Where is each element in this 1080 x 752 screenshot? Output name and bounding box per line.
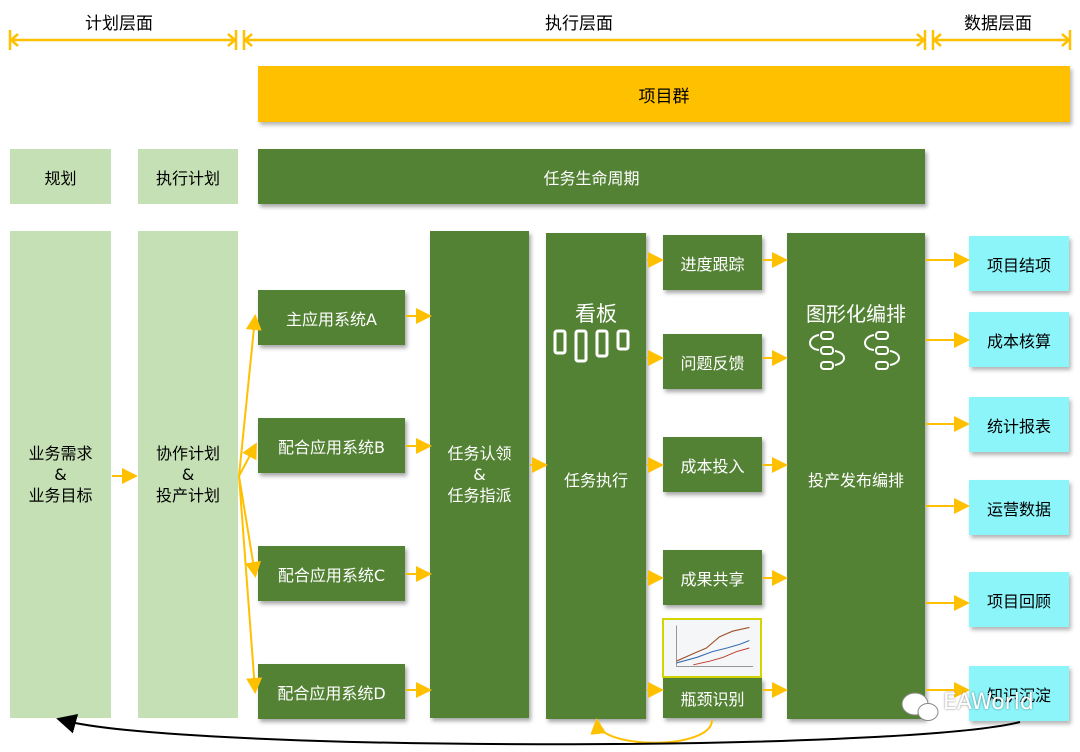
output-closure-label: 项目结项 [986,255,1051,275]
task-progress-label: 进度跟踪 [680,254,745,274]
task-cost-box: 成本投入 [663,437,762,492]
task-share-label: 成果共享 [680,569,745,589]
system-b-label: 配合应用系统B [278,437,385,457]
system-b-box: 配合应用系统B [258,418,405,473]
orchestration-label: 投产发布编排 [807,471,904,490]
collab-plan-box: 协作计划 & 投产计划 [138,231,238,718]
project-group-bar: 项目群 [258,66,1070,122]
kanban-box: 看板 任务执行 [546,233,646,719]
system-a-label: 主应用系统A [286,309,377,329]
collab-line2: & [181,465,195,484]
output-cost-accounting-box: 成本核算 [969,312,1069,367]
exec-plan-box: 执行计划 [138,149,238,204]
claim-line1: 任务认领 [447,444,512,463]
project-group-label: 项目群 [638,86,690,107]
task-issue-box: 问题反馈 [663,334,762,389]
collab-line3: 投产计划 [155,486,220,505]
workflow-icon [809,331,900,370]
output-statistics-box: 统计报表 [969,397,1069,452]
task-claim-box: 任务认领 & 任务指派 [430,231,529,718]
output-knowledge-box: 知识沉淀 [969,666,1069,721]
biz-line1: 业务需求 [28,444,93,463]
bottleneck-chart-thumbnail [662,618,762,678]
system-d-label: 配合应用系统D [277,683,386,703]
orchestration-box: 图形化编排 投产发布编排 [787,233,925,719]
planning-box: 规划 [10,149,111,204]
task-bottleneck-box: 瓶颈识别 [663,678,762,718]
lifecycle-label: 任务生命周期 [543,168,640,188]
task-bottleneck-label: 瓶颈识别 [680,690,745,709]
header-exec: 执行层面 [545,14,613,34]
collab-line1: 协作计划 [155,444,220,463]
system-d-box: 配合应用系统D [258,664,405,719]
system-a-box: 主应用系统A [258,290,405,345]
wechat-icon [901,692,939,721]
kanban-icon [553,329,630,363]
task-cost-label: 成本投入 [680,456,745,476]
output-closure-box: 项目结项 [969,236,1069,291]
claim-line3: 任务指派 [447,486,512,505]
orchestration-title: 图形化编排 [806,302,906,326]
lifecycle-bar: 任务生命周期 [258,149,925,204]
system-c-box: 配合应用系统C [258,546,405,601]
output-statistics-label: 统计报表 [986,416,1051,436]
kanban-title: 看板 [575,302,617,326]
output-cost-accounting-label: 成本核算 [986,331,1051,351]
output-review-label: 项目回顾 [986,591,1051,611]
kanban-label: 任务执行 [563,471,628,490]
claim-line2: & [473,465,486,484]
output-review-box: 项目回顾 [969,572,1069,627]
watermark-text: EAWorld [943,690,1034,715]
biz-line3: 业务目标 [28,486,93,505]
task-progress-box: 进度跟踪 [663,235,762,290]
output-operations-label: 运营数据 [986,499,1051,519]
output-knowledge-label: 知识沉淀 [986,685,1051,705]
header-plan: 计划层面 [85,14,153,34]
task-share-box: 成果共享 [663,550,762,605]
planning-label: 规划 [44,168,77,188]
task-issue-label: 问题反馈 [680,353,745,373]
header-data: 数据层面 [964,14,1032,34]
exec-plan-label: 执行计划 [155,168,220,188]
system-c-label: 配合应用系统C [277,565,386,585]
biz-requirement-box: 业务需求 & 业务目标 [10,231,111,718]
biz-line2: & [54,465,67,484]
output-operations-box: 运营数据 [969,480,1069,535]
